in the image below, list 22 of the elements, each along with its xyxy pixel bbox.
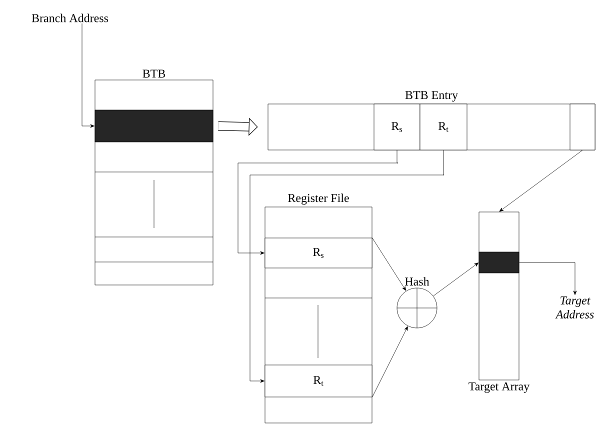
arrow	[433, 262, 479, 296]
node-label: Register File	[288, 194, 349, 205]
highlighted-row	[478, 252, 520, 274]
node-label: Target Array	[468, 382, 530, 393]
register-field: R$_{t}$	[420, 104, 468, 150]
arrow	[250, 150, 444, 383]
node-label: Hash	[405, 277, 430, 286]
leader-line	[82, 23, 94, 128]
output-label: Target Address	[555, 296, 594, 318]
arrow	[519, 262, 577, 295]
arrow	[238, 150, 398, 255]
highlighted-row	[94, 110, 214, 142]
arrow	[372, 238, 406, 291]
arrow	[372, 326, 408, 398]
node-label: BTB	[142, 70, 166, 78]
register-field: R$_{s}$	[374, 104, 420, 150]
arrow	[499, 150, 583, 212]
node-label: BTB Entry	[405, 91, 458, 102]
register-row: R$_{t}$	[264, 364, 372, 398]
target-field	[570, 104, 596, 150]
register-row: R$_{s}$	[264, 238, 372, 268]
input-label: Branch Address	[32, 14, 108, 22]
